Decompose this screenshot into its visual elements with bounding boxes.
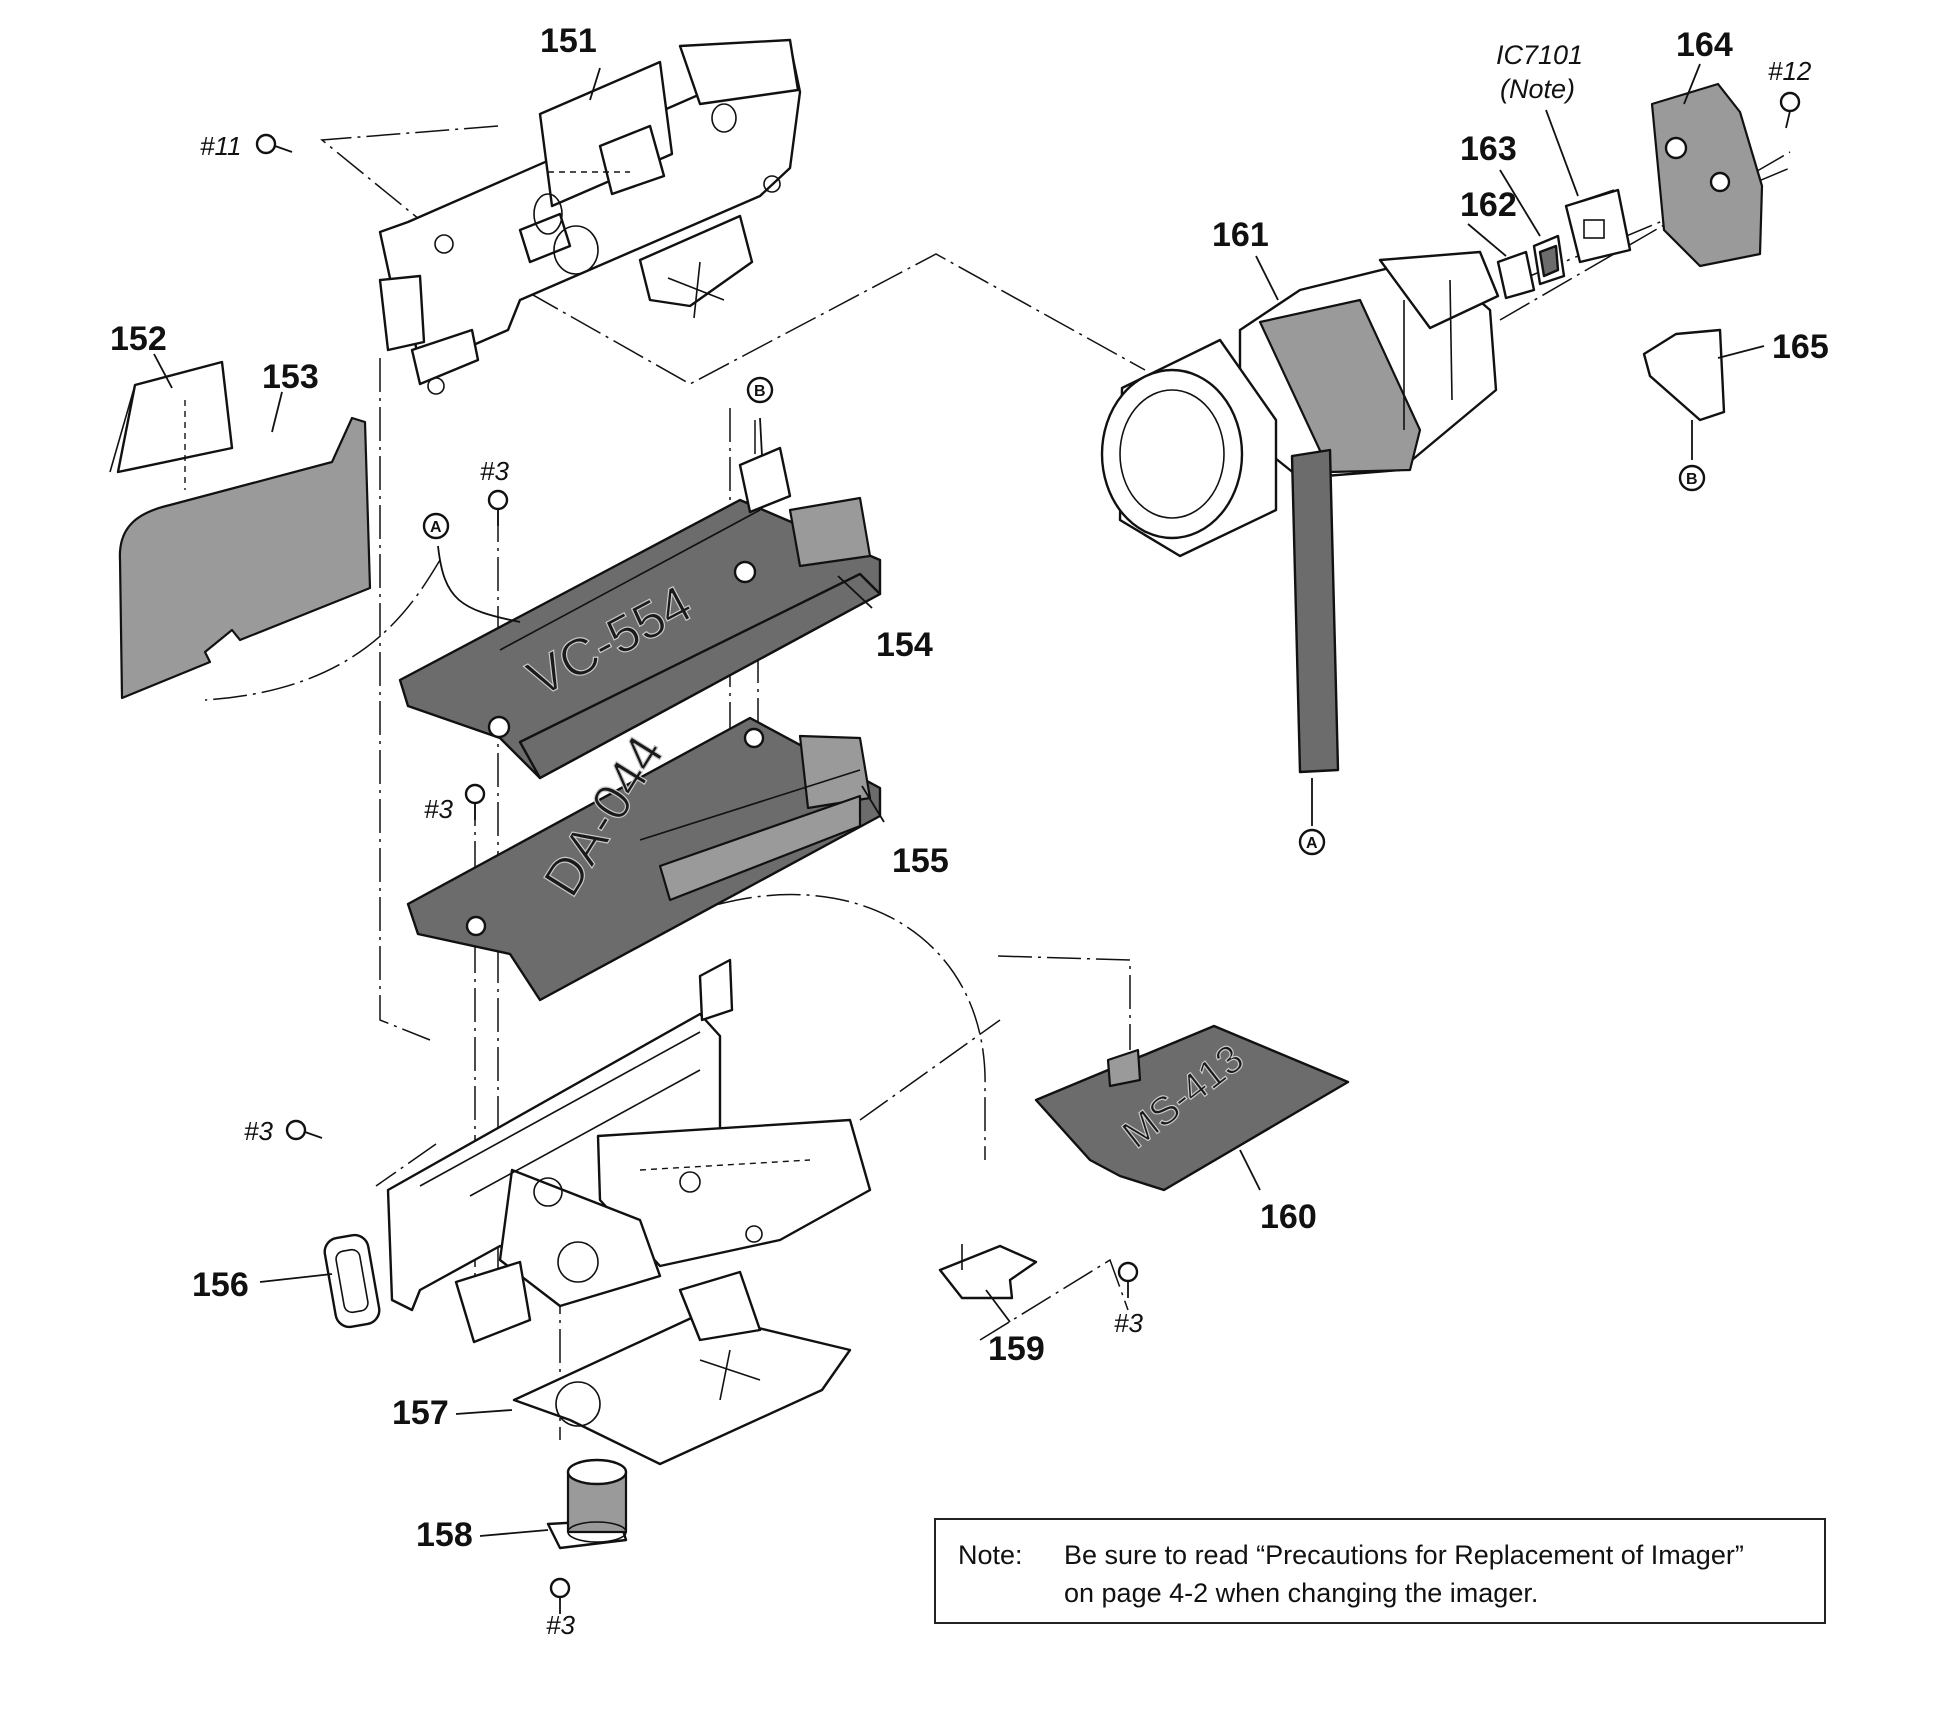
part-160-ms-board (1034, 1024, 1350, 1192)
part-151-upper-chassis (378, 38, 802, 395)
part-158-cylinder-unit (546, 1458, 628, 1550)
label-158: 158 (416, 1516, 473, 1554)
leader-lines (153, 63, 1765, 1537)
label-155: 155 (892, 842, 949, 880)
label-164: 164 (1676, 26, 1733, 64)
note-line-1: Be sure to read “Precautions for Replace… (1064, 1540, 1744, 1570)
label-162: 162 (1460, 186, 1517, 224)
connector-b-right: B (1678, 464, 1706, 492)
screw-3-ms (1117, 1261, 1139, 1298)
screw-3-vc (487, 489, 509, 526)
part-164-plate (1650, 82, 1764, 268)
connector-a-left-label: A (430, 519, 442, 536)
ic7101-label: IC7101 (Note) (1496, 40, 1583, 104)
part-ic7101-imager (1564, 188, 1632, 264)
connector-a-right: A (1298, 828, 1326, 856)
screw-3-chassis (285, 1119, 323, 1141)
screw-12 (1779, 91, 1801, 129)
part-165-flex (1642, 328, 1726, 422)
label-151: 151 (540, 22, 597, 60)
screw-labels: #11 #12 #3 #3 #3 #3 #3 (200, 56, 1812, 1640)
label-160: 160 (1260, 1198, 1317, 1236)
ic-name: IC7101 (1496, 40, 1583, 70)
label-157: 157 (392, 1394, 449, 1432)
label-screw-3-da: #3 (424, 794, 453, 824)
part-155-da-board (406, 716, 882, 1002)
label-152: 152 (110, 320, 167, 358)
part-161-lens-block (1100, 250, 1500, 774)
screw-3-da (464, 783, 486, 820)
part-labels: 151 152 153 154 155 156 157 158 159 160 … (110, 22, 1829, 1554)
connector-b-right-label: B (1686, 471, 1698, 488)
part-157-bottom-plate (512, 1270, 852, 1466)
label-153: 153 (262, 358, 319, 396)
note-label: Note: (958, 1540, 1023, 1570)
part-159-small-flex (938, 1244, 1038, 1300)
part-154-vc-board (398, 446, 882, 780)
label-screw-3-bottom: #3 (546, 1610, 575, 1640)
part-163-imager-spacer (1532, 234, 1566, 286)
label-165: 165 (1772, 328, 1829, 366)
screw-3-bottom (549, 1577, 571, 1614)
note-box: Note: Be sure to read “Precautions for R… (934, 1518, 1826, 1624)
screw-11 (255, 133, 293, 155)
connector-b-upper: B (746, 376, 774, 404)
label-156: 156 (192, 1266, 249, 1304)
label-screw-3-chassis: #3 (244, 1116, 273, 1146)
label-screw-12: #12 (1768, 56, 1812, 86)
label-163: 163 (1460, 130, 1517, 168)
label-screw-3-vc: #3 (480, 456, 509, 486)
part-153-flex-cable (118, 416, 372, 700)
part-162-filter (1496, 250, 1536, 300)
part-152-sheet (109, 360, 234, 490)
label-161: 161 (1212, 216, 1269, 254)
part-156-lower-chassis (323, 958, 872, 1344)
connector-a-left: A (422, 512, 450, 540)
connector-b-upper-label: B (754, 383, 766, 400)
label-159: 159 (988, 1330, 1045, 1368)
label-154: 154 (876, 626, 933, 664)
note-line-2: on page 4-2 when changing the imager. (1064, 1578, 1539, 1608)
ic-note: (Note) (1500, 74, 1575, 104)
screws (255, 91, 1801, 1614)
label-screw-11: #11 (200, 131, 241, 161)
label-screw-3-ms: #3 (1114, 1308, 1143, 1338)
connector-a-right-label: A (1306, 835, 1318, 852)
